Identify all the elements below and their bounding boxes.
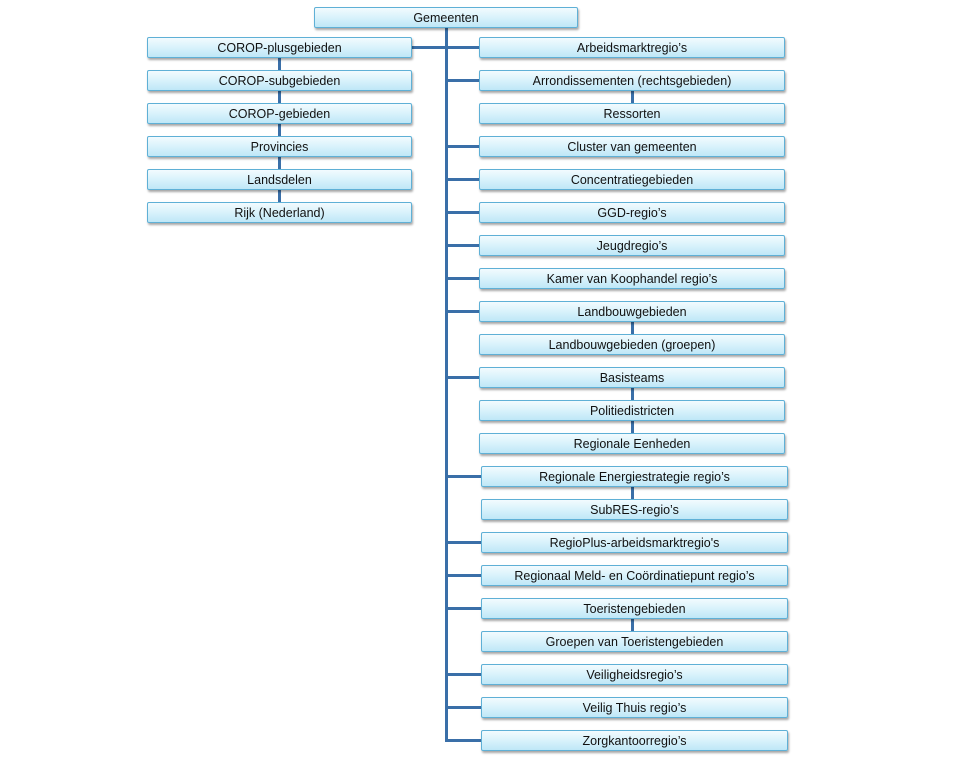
left-node-landsdelen: Landsdelen — [147, 169, 412, 190]
right-node-regionaal-meld-en-coordinatiepunt-regio-s: Regionaal Meld- en Coördinatiepunt regio… — [481, 565, 788, 586]
trunk-branch-connector — [445, 211, 479, 214]
right-node-subres-regio-s: SubRES-regio’s — [481, 499, 788, 520]
trunk-branch-connector — [445, 673, 481, 676]
trunk-branch-connector — [445, 244, 479, 247]
trunk-branch-connector — [445, 46, 479, 49]
left-node-corop-subgebieden: COROP-subgebieden — [147, 70, 412, 91]
left-branch-connector — [412, 46, 448, 49]
right-node-concentratiegebieden: Concentratiegebieden — [479, 169, 785, 190]
right-node-arrondissementen-rechtsgebieden: Arrondissementen (rechtsgebieden) — [479, 70, 785, 91]
right-node-veilig-thuis-regio-s: Veilig Thuis regio’s — [481, 697, 788, 718]
left-chain-link — [278, 157, 281, 171]
left-chain-link — [278, 91, 281, 105]
child-chain-link — [631, 388, 634, 402]
right-node-cluster-van-gemeenten: Cluster van gemeenten — [479, 136, 785, 157]
child-chain-link — [631, 322, 634, 336]
right-node-landbouwgebieden: Landbouwgebieden — [479, 301, 785, 322]
right-node-ggd-regio-s: GGD-regio’s — [479, 202, 785, 223]
trunk-branch-connector — [445, 706, 481, 709]
trunk-branch-connector — [445, 739, 481, 742]
left-node-provincies: Provincies — [147, 136, 412, 157]
child-chain-link — [631, 619, 634, 633]
child-chain-link — [631, 421, 634, 435]
left-node-rijk-nederland: Rijk (Nederland) — [147, 202, 412, 223]
child-chain-link — [631, 487, 634, 501]
trunk-branch-connector — [445, 277, 479, 280]
right-node-veiligheidsregio-s: Veiligheidsregio’s — [481, 664, 788, 685]
right-node-landbouwgebieden-groepen: Landbouwgebieden (groepen) — [479, 334, 785, 355]
right-node-jeugdregio-s: Jeugdregio’s — [479, 235, 785, 256]
child-chain-link — [631, 91, 634, 105]
left-node-corop-gebieden: COROP-gebieden — [147, 103, 412, 124]
right-node-zorgkantoorregio-s: Zorgkantoorregio’s — [481, 730, 788, 751]
left-chain-link — [278, 58, 281, 72]
left-chain-link — [278, 124, 281, 138]
right-node-ressorten: Ressorten — [479, 103, 785, 124]
right-node-politiedistricten: Politiedistricten — [479, 400, 785, 421]
right-node-kamer-van-koophandel-regio-s: Kamer van Koophandel regio’s — [479, 268, 785, 289]
left-chain-link — [278, 190, 281, 204]
trunk-branch-connector — [445, 574, 481, 577]
trunk-branch-connector — [445, 541, 481, 544]
trunk-branch-connector — [445, 178, 479, 181]
root-node-gemeenten: Gemeenten — [314, 7, 578, 28]
trunk-branch-connector — [445, 310, 479, 313]
main-trunk-connector — [445, 47, 448, 740]
trunk-branch-connector — [445, 607, 481, 610]
root-stem-connector — [445, 28, 448, 48]
right-node-arbeidsmarktregio-s: Arbeidsmarktregio’s — [479, 37, 785, 58]
trunk-branch-connector — [445, 145, 479, 148]
right-node-regioplus-arbeidsmarktregio-s: RegioPlus-arbeidsmarktregio's — [481, 532, 788, 553]
right-node-regionale-energiestrategie-regio-s: Regionale Energiestrategie regio’s — [481, 466, 788, 487]
trunk-branch-connector — [445, 475, 481, 478]
trunk-branch-connector — [445, 79, 479, 82]
right-node-groepen-van-toeristengebieden: Groepen van Toeristengebieden — [481, 631, 788, 652]
trunk-branch-connector — [445, 376, 479, 379]
right-node-basisteams: Basisteams — [479, 367, 785, 388]
right-node-regionale-eenheden: Regionale Eenheden — [479, 433, 785, 454]
left-node-corop-plusgebieden: COROP-plusgebieden — [147, 37, 412, 58]
right-node-toeristengebieden: Toeristengebieden — [481, 598, 788, 619]
